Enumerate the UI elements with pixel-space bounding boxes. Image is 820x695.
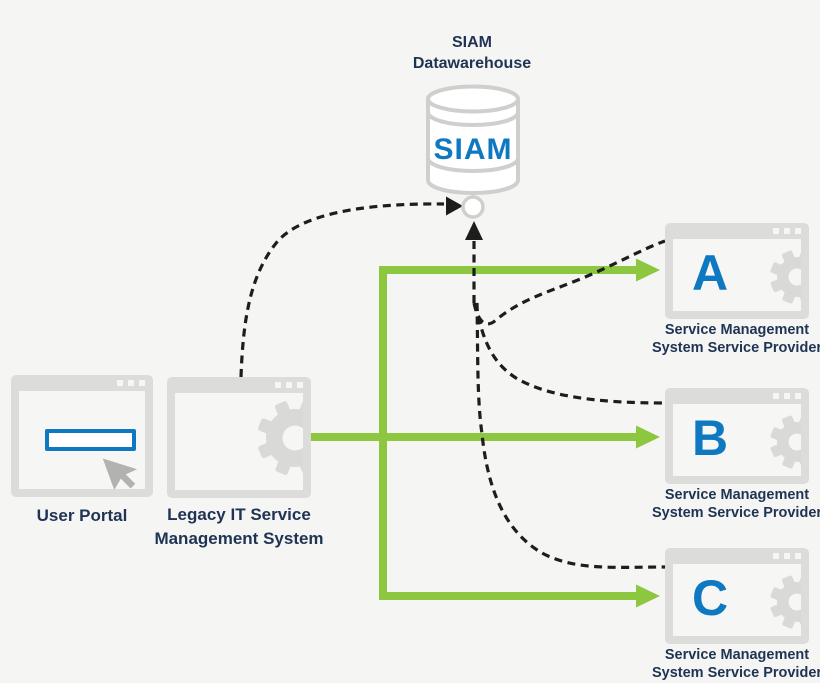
provider-a-window: A bbox=[665, 223, 809, 319]
provider-a-label-line2: System Service Provider bbox=[651, 339, 820, 356]
connector-node-icon bbox=[461, 195, 485, 219]
dashed-arrowheads bbox=[446, 196, 483, 240]
legacy-system-window bbox=[167, 377, 311, 498]
provider-c-window: C bbox=[665, 548, 809, 644]
mouse-cursor-icon bbox=[102, 458, 138, 489]
provider-c-label-line2: System Service Provider bbox=[651, 664, 820, 681]
user-portal-window bbox=[11, 375, 153, 497]
provider-a-label-line1: Service Management bbox=[664, 322, 810, 338]
legacy-system-content bbox=[175, 393, 303, 490]
gear-icon bbox=[770, 250, 801, 304]
gear-icon bbox=[770, 575, 801, 629]
provider-a-content: A bbox=[673, 239, 801, 311]
provider-b-content: B bbox=[673, 404, 801, 476]
user-portal-content bbox=[19, 391, 145, 489]
flow-provider-a bbox=[472, 239, 666, 326]
bottom-white-strip bbox=[0, 683, 820, 695]
provider-c-label: Service Management System Service Provid… bbox=[627, 647, 820, 682]
provider-c-letter: C bbox=[691, 570, 729, 626]
provider-b-label-line2: System Service Provider bbox=[651, 504, 820, 521]
window-buttons-icon bbox=[773, 228, 801, 234]
datawarehouse-label-line1: SIAM bbox=[452, 34, 492, 51]
provider-b-label: Service Management System Service Provid… bbox=[627, 487, 820, 522]
legacy-system-label-line1: Legacy IT Service bbox=[167, 505, 311, 524]
legacy-system-label-line2: Management System bbox=[154, 529, 324, 548]
datawarehouse-db-text: SIAM bbox=[433, 133, 513, 166]
provider-c-content: C bbox=[673, 564, 801, 636]
gear-icon bbox=[770, 415, 801, 469]
window-titlebar bbox=[665, 223, 809, 239]
user-portal-label: User Portal bbox=[36, 506, 128, 525]
window-titlebar bbox=[167, 377, 311, 393]
window-titlebar bbox=[11, 375, 153, 391]
window-buttons-icon bbox=[773, 393, 801, 399]
portal-input-field bbox=[45, 429, 136, 451]
datawarehouse-label: SIAM Datawarehouse bbox=[362, 32, 582, 74]
dashed-flow-lines bbox=[239, 202, 666, 569]
green-arrowheads bbox=[636, 258, 660, 608]
window-buttons-icon bbox=[773, 553, 801, 559]
provider-b-window: B bbox=[665, 388, 809, 484]
window-buttons-icon bbox=[117, 380, 145, 386]
flow-legacy-to-dw bbox=[239, 202, 445, 378]
provider-a-letter: A bbox=[691, 245, 729, 301]
provider-a-label: Service Management System Service Provid… bbox=[627, 322, 820, 357]
provider-b-letter: B bbox=[691, 410, 729, 466]
green-flow-lines bbox=[311, 266, 637, 600]
flow-provider-c bbox=[475, 302, 666, 569]
datawarehouse-label-line2: Datawarehouse bbox=[412, 55, 532, 72]
provider-b-label-line1: Service Management bbox=[664, 487, 810, 503]
window-titlebar bbox=[665, 548, 809, 564]
provider-c-label-line1: Service Management bbox=[664, 647, 810, 663]
window-titlebar bbox=[665, 388, 809, 404]
database-cylinder-icon bbox=[426, 84, 520, 219]
gear-icon bbox=[258, 401, 303, 475]
window-buttons-icon bbox=[275, 382, 303, 388]
flow-provider-b bbox=[474, 302, 666, 405]
legacy-system-label: Legacy IT Service Management System bbox=[139, 503, 339, 551]
